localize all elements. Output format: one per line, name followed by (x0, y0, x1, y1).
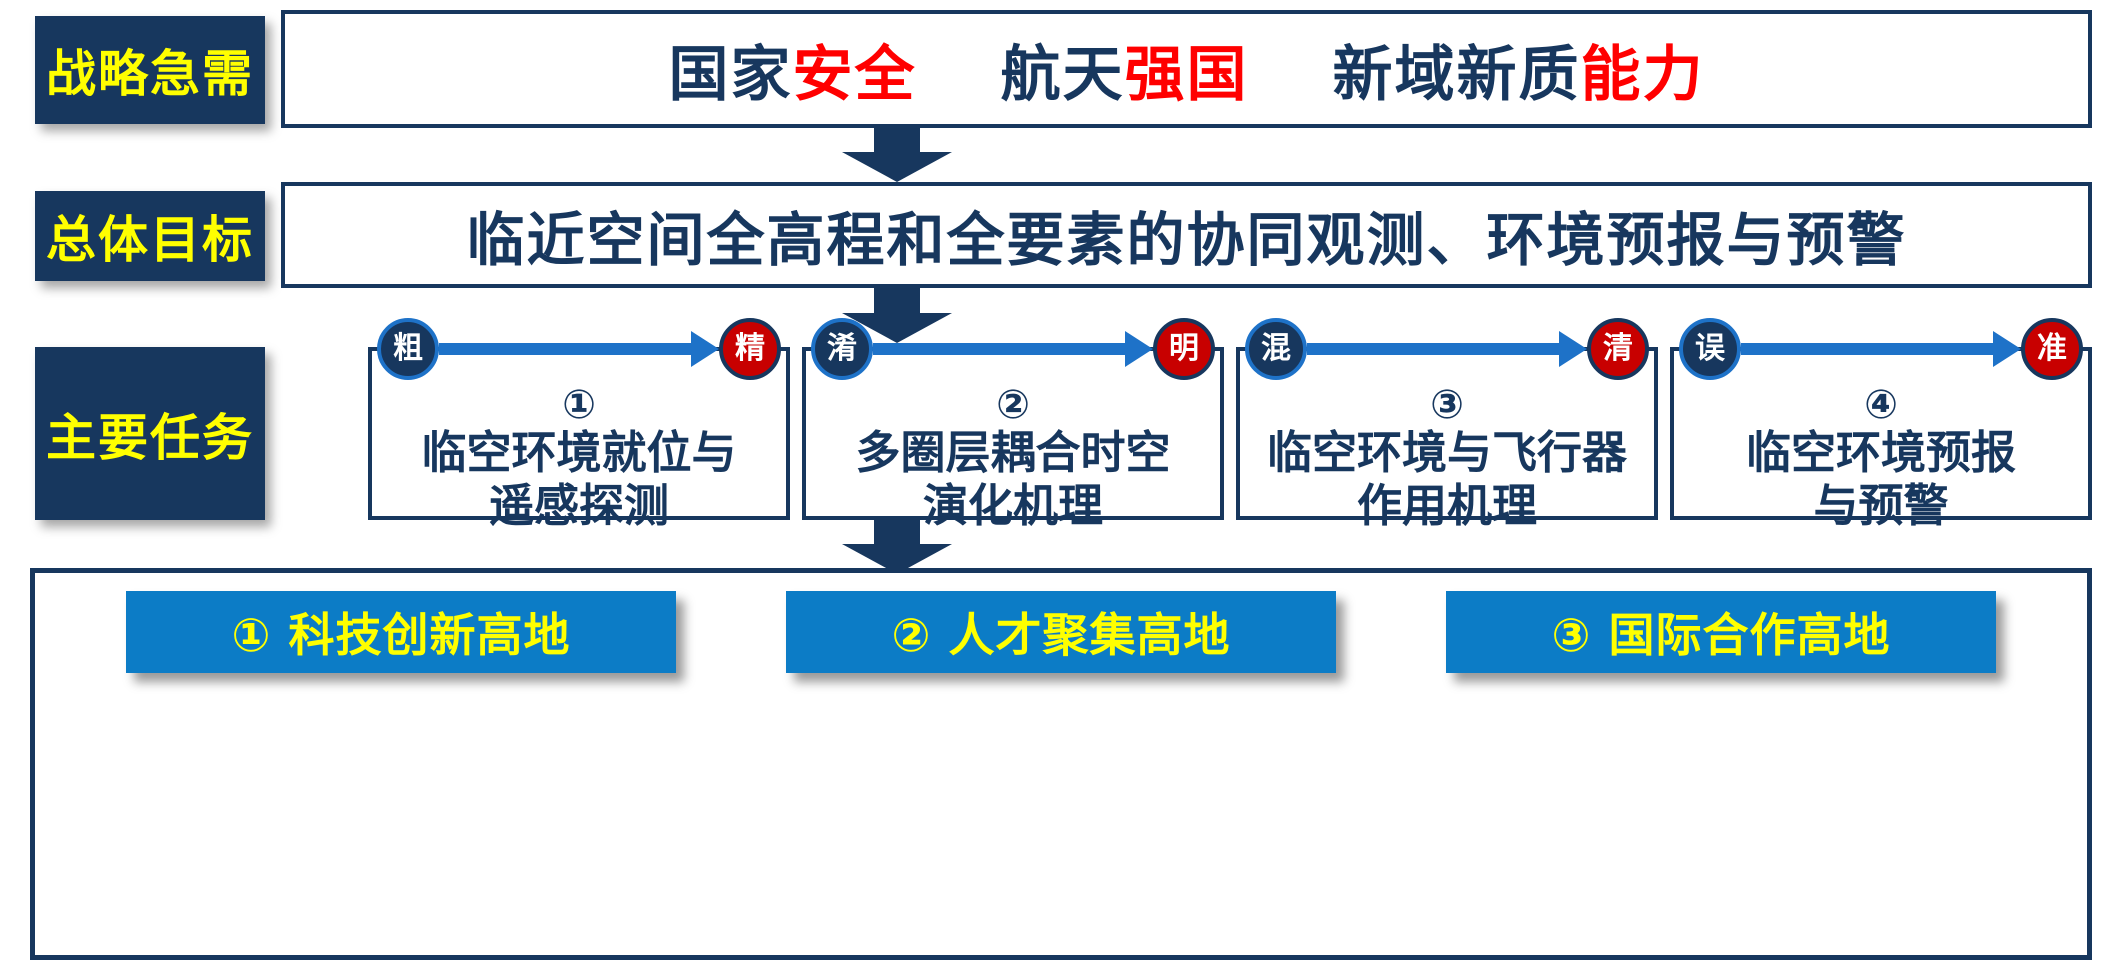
transition-flow: 淆 明 (806, 318, 1220, 380)
transition-flow: 误 准 (1674, 318, 2088, 380)
transition-flow: 混 清 (1240, 318, 1654, 380)
strategic-need-label: 战略急需 (35, 16, 265, 124)
outcome-item-tech-innovation: ① 科技创新高地 (126, 591, 676, 673)
strategic-need-content: 国家安全 航天强国 新域新质能力 (281, 10, 2092, 128)
task-title-line2: 与预警 (1813, 479, 1949, 533)
task-card-1: 粗 精 ① 临空环境就位与 遥感探测 (368, 318, 790, 531)
task-card-2: 淆 明 ② 多圈层耦合时空 演化机理 (802, 318, 1224, 531)
state-circle-after: 准 (2021, 318, 2083, 380)
right-arrow-line (1741, 343, 1995, 355)
state-circle-before: 误 (1679, 318, 1741, 380)
strategic-need-label-text: 战略急需 (46, 45, 254, 103)
arrow-stem (874, 287, 920, 313)
right-arrow-line (1307, 343, 1561, 355)
arrow-head (842, 152, 952, 182)
outcome-panel: ① 科技创新高地 ② 人才聚集高地 ③ 国际合作高地 (30, 568, 2092, 960)
task-title-line1: 临空环境与飞行器 (1266, 426, 1627, 479)
state-circle-after: 明 (1153, 318, 1215, 380)
state-circle-before: 混 (1245, 318, 1307, 380)
phrase-highlight: 安全 (792, 39, 917, 110)
down-arrow-icon (842, 126, 952, 182)
overall-goal-label: 总体目标 (35, 191, 265, 281)
phrase-text: 国家 (668, 39, 793, 110)
right-arrow-head-icon (1125, 331, 1153, 367)
task-title-line2: 遥感探测 (488, 479, 669, 533)
phrase-highlight: 强国 (1124, 39, 1249, 110)
task-number: ③ (1430, 382, 1464, 428)
arrow-stem (874, 518, 920, 544)
task-title-line2: 作用机理 (1356, 479, 1537, 533)
header-phrase-new-capability: 新域新质能力 (1333, 26, 1705, 113)
state-circle-after: 清 (1587, 318, 1649, 380)
task-card-4: 误 准 ④ 临空环境预报 与预警 (1670, 318, 2092, 531)
task-title-line2: 演化机理 (922, 479, 1103, 533)
arrow-stem (874, 126, 920, 152)
task-card-3: 混 清 ③ 临空环境与飞行器 作用机理 (1236, 318, 1658, 531)
task-number: ② (996, 382, 1030, 428)
overall-goal-text: 临近空间全高程和全要素的协同观测、环境预报与预警 (466, 206, 1907, 274)
right-arrow-head-icon (691, 331, 719, 367)
task-title-line1: 多圈层耦合时空 (855, 426, 1171, 479)
header-phrase-space-power: 航天强国 (1001, 26, 1249, 113)
right-arrow-line (439, 343, 693, 355)
overall-goal-label-text: 总体目标 (46, 211, 254, 269)
outcome-item-talent-gathering: ② 人才聚集高地 (786, 591, 1336, 673)
task-row: 粗 精 ① 临空环境就位与 遥感探测 淆 明 ② 多圈层耦合时空 演化机理 混 (368, 318, 2092, 531)
task-number: ① (562, 382, 596, 428)
task-title-line1: 临空环境就位与 (421, 426, 737, 479)
task-title-line1: 临空环境预报 (1745, 426, 2016, 479)
task-number: ④ (1864, 382, 1898, 428)
main-tasks-label-text: 主要任务 (46, 408, 254, 467)
right-arrow-line (873, 343, 1127, 355)
phrase-highlight: 能力 (1580, 39, 1705, 110)
state-circle-before: 淆 (811, 318, 873, 380)
main-tasks-label: 主要任务 (35, 347, 265, 520)
outcome-item-international-cooperation: ③ 国际合作高地 (1446, 591, 1996, 673)
phrase-text: 航天 (1000, 39, 1125, 110)
transition-flow: 粗 精 (372, 318, 786, 380)
right-arrow-head-icon (1993, 331, 2021, 367)
state-circle-after: 精 (719, 318, 781, 380)
phrase-text: 新域新质 (1332, 39, 1581, 110)
right-arrow-head-icon (1559, 331, 1587, 367)
header-phrase-national-security: 国家安全 (669, 26, 917, 113)
overall-goal-content: 临近空间全高程和全要素的协同观测、环境预报与预警 (281, 182, 2092, 288)
state-circle-before: 粗 (377, 318, 439, 380)
